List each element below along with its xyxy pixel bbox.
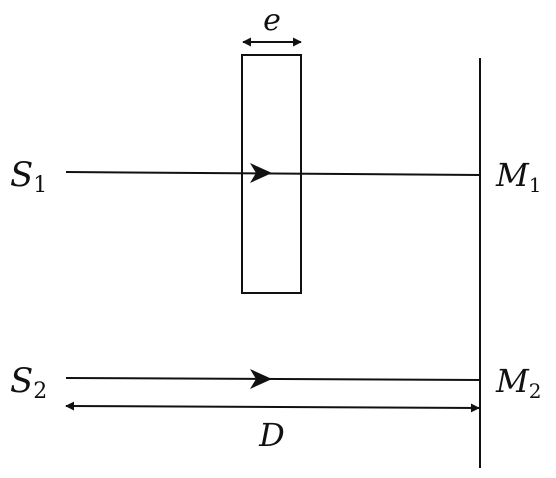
ray-1 [65, 171, 481, 176]
distance-arrow [65, 401, 480, 413]
ray-2 [65, 377, 481, 381]
distance-label: D [258, 416, 285, 454]
point-1-label: M1 [495, 156, 542, 197]
source-2-label: S2 [10, 361, 47, 404]
thickness-label: e [263, 3, 281, 38]
ray-1-direction-arrow [250, 163, 272, 183]
source-1-label: S1 [10, 155, 47, 198]
point-2-label: M2 [495, 362, 542, 403]
ray-2-direction-arrow [250, 369, 272, 389]
